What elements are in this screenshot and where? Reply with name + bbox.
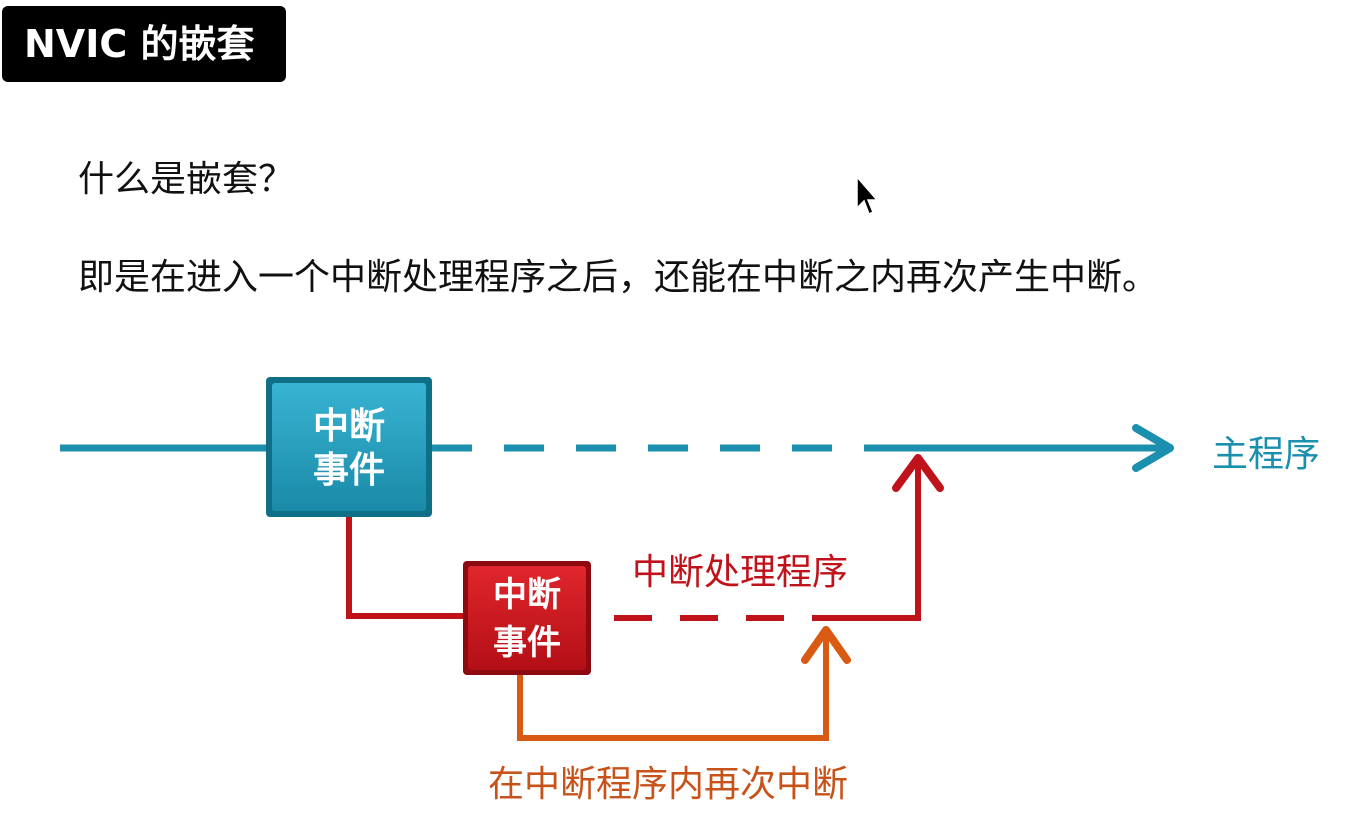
question-text: 什么是嵌套？ (78, 159, 295, 200)
handler-return-arrowhead (892, 454, 944, 492)
main-program-label: 主程序 (1212, 434, 1320, 475)
box1-line2: 事件 (313, 450, 385, 491)
handler-entry-path (346, 516, 466, 619)
nested-interrupt-label: 在中断程序内再次中断 (488, 764, 848, 805)
mouse-cursor-icon (856, 176, 879, 216)
answer-text: 即是在进入一个中断处理程序之后，还能在中断之内再次产生中断。 (78, 257, 1159, 298)
box2-line2: 事件 (493, 623, 561, 663)
main-arrowhead (1132, 424, 1174, 472)
box1-line1: 中断 (313, 406, 385, 447)
box2-line1: 中断 (493, 575, 561, 615)
slide-title: NVIC 的嵌套 (2, 6, 286, 82)
interrupt-event-box-2: 中断 事件 (463, 561, 591, 675)
nested-arrowhead (801, 626, 851, 664)
nested-path (517, 630, 829, 741)
handler-return-path (826, 460, 921, 621)
interrupt-event-box-1: 中断 事件 (266, 377, 432, 517)
handler-label: 中断处理程序 (632, 552, 848, 593)
